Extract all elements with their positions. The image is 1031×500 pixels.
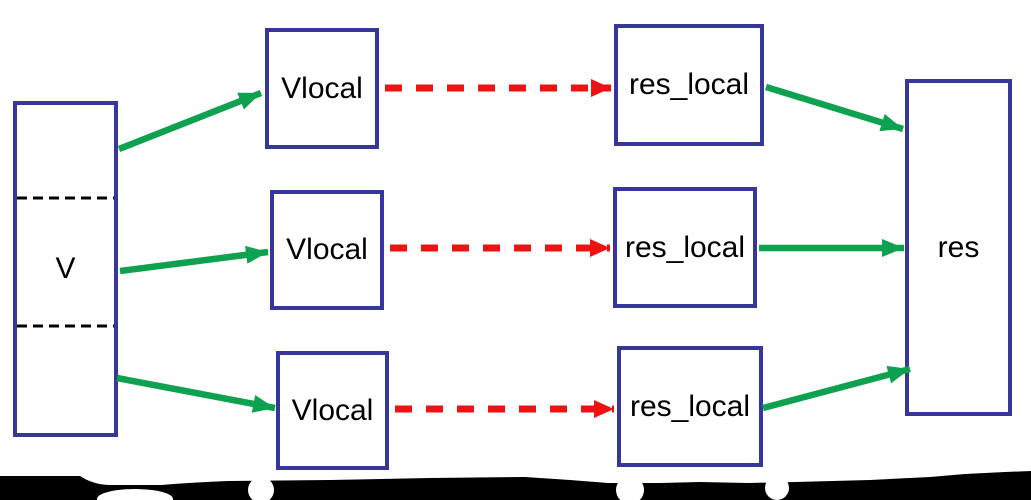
edge-res-local-3-to-res bbox=[762, 365, 911, 412]
node-v-label: V bbox=[55, 252, 76, 285]
node-res-local-3: res_local bbox=[617, 346, 763, 467]
node-vlocal-2-label: Vlocal bbox=[286, 233, 368, 266]
node-vlocal-2: Vlocal bbox=[270, 190, 384, 310]
node-res-local-2-label: res_local bbox=[624, 230, 746, 264]
edge-v-to-vlocal-2 bbox=[119, 245, 269, 275]
edge-v-to-vlocal-3 bbox=[116, 374, 276, 413]
node-res-local-1-label: res_local bbox=[628, 68, 750, 101]
node-res-label: res bbox=[937, 230, 980, 264]
node-res-local-1: res_local bbox=[614, 24, 764, 146]
bottom-edge-artifact bbox=[0, 471, 1031, 500]
node-v: V bbox=[13, 101, 118, 437]
node-res-local-3-label: res_local bbox=[629, 389, 751, 423]
node-vlocal-3: Vlocal bbox=[276, 351, 389, 470]
node-res-local-2: res_local bbox=[613, 187, 757, 308]
node-res: res bbox=[905, 79, 1012, 416]
edge-v-to-vlocal-1 bbox=[117, 89, 263, 153]
node-vlocal-3-label: Vlocal bbox=[291, 393, 374, 427]
node-vlocal-1-label: Vlocal bbox=[281, 71, 363, 105]
node-vlocal-1: Vlocal bbox=[265, 28, 379, 149]
edge-res-local-1-to-res bbox=[765, 83, 904, 133]
